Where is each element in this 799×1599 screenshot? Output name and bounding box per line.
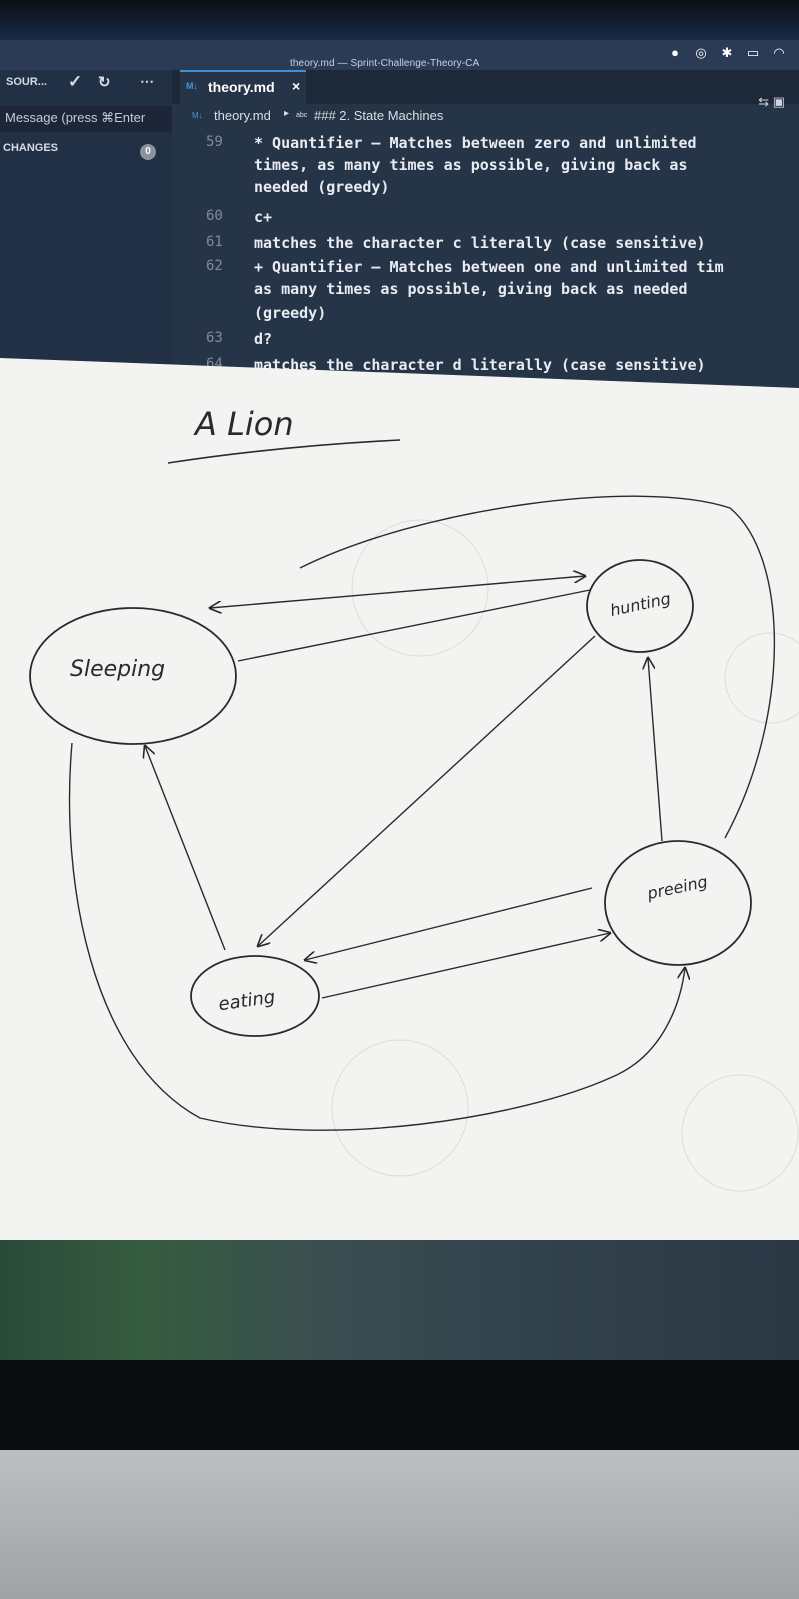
compare-icon[interactable]: ⇆ bbox=[758, 94, 770, 109]
breadcrumb-heading[interactable]: ### 2. State Machines bbox=[314, 108, 444, 123]
scm-title: SOUR... bbox=[6, 76, 47, 88]
bluetooth-icon[interactable]: ✱ bbox=[721, 45, 733, 60]
arrow-eating-to-preying bbox=[321, 933, 610, 999]
line-text: (greedy) bbox=[254, 304, 327, 322]
line-text: matches the character d literally (case … bbox=[254, 356, 706, 374]
tab-theory-md[interactable]: M↓ theory.md × bbox=[180, 70, 306, 106]
markdown-icon: M↓ bbox=[192, 111, 203, 120]
label-sleeping: Sleeping bbox=[70, 657, 165, 682]
line-text: matches the character c literally (case … bbox=[254, 234, 706, 252]
breadcrumb-file[interactable]: theory.md bbox=[214, 108, 271, 123]
arc-preying-to-hunting-outer bbox=[299, 495, 776, 839]
code-line[interactable]: (greedy) bbox=[172, 304, 799, 326]
tab-label: theory.md bbox=[208, 79, 275, 95]
state-eating bbox=[190, 955, 320, 1037]
arrow-preying-to-hunting bbox=[648, 658, 663, 842]
changes-count-badge: 0 bbox=[140, 144, 156, 160]
cloud-icon[interactable]: ◎ bbox=[695, 45, 707, 60]
changes-section[interactable]: CHANGES 0 bbox=[0, 140, 172, 160]
symbol-string-icon: abc bbox=[296, 112, 308, 119]
line-number: 60 bbox=[206, 208, 223, 224]
line-number: 62 bbox=[206, 258, 223, 274]
source-control-panel: SOUR... ✓ ↻ ⋯ Message (press ⌘Enter CHAN… bbox=[0, 70, 172, 400]
code-line[interactable]: 62 + Quantifier — Matches between one and… bbox=[172, 258, 799, 280]
code-line[interactable]: 59 * Quantifier — Matches between zero an… bbox=[172, 134, 799, 156]
commit-message-input[interactable]: Message (press ⌘Enter bbox=[0, 106, 172, 132]
editor-actions: ⇆ ▣ bbox=[758, 94, 785, 110]
line-text: * Quantifier — Matches between zero and … bbox=[254, 134, 697, 152]
wifi-icon[interactable]: ◠ bbox=[773, 45, 785, 60]
line-number: 61 bbox=[206, 234, 223, 250]
code-line[interactable]: 60 c+ bbox=[172, 208, 799, 230]
line-text: needed (greedy) bbox=[254, 178, 390, 196]
editor-area: M↓ theory.md × ⇆ ▣ M↓ theory.md ▸ abc ##… bbox=[172, 70, 799, 400]
line-text: + Quantifier — Matches between one and u… bbox=[254, 258, 724, 276]
monitor-bezel bbox=[0, 0, 799, 40]
changes-label: CHANGES bbox=[3, 142, 59, 154]
state-preying bbox=[604, 840, 752, 966]
check-icon[interactable]: ✓ bbox=[68, 72, 83, 91]
code-line[interactable]: 63 d? bbox=[172, 330, 799, 352]
arrow-sleeping-to-hunting bbox=[237, 589, 591, 662]
line-text: d? bbox=[254, 330, 273, 348]
tab-bar: M↓ theory.md × ⇆ ▣ bbox=[172, 70, 799, 109]
desk-surface bbox=[0, 1450, 799, 1599]
line-text: times, as many times as possible, giving… bbox=[254, 156, 688, 174]
diagram-title: A Lion bbox=[193, 405, 294, 443]
arrow-hunting-to-eating bbox=[258, 635, 596, 946]
line-number: 63 bbox=[206, 330, 223, 346]
paper-sheet bbox=[0, 358, 799, 1258]
window-titlebar: theory.md — Sprint-Challenge-Theory-CA ●… bbox=[0, 40, 799, 70]
hand-drawn-state-diagram: A Lion Sleeping hunting preeing eating bbox=[0, 358, 799, 1258]
monitor-base bbox=[0, 1360, 799, 1450]
code-line[interactable]: 61 matches the character c literally (cas… bbox=[172, 234, 799, 256]
code-line[interactable]: times, as many times as possible, giving… bbox=[172, 156, 799, 178]
faint-circle-mark bbox=[724, 632, 799, 724]
ellipsis-icon[interactable]: ⋯ bbox=[140, 73, 154, 89]
markdown-icon: M↓ bbox=[186, 81, 198, 91]
title-underline bbox=[167, 439, 401, 464]
state-sleeping bbox=[29, 607, 237, 745]
faint-circle-mark bbox=[681, 1074, 799, 1192]
scm-header: SOUR... ✓ ↻ ⋯ bbox=[0, 70, 172, 96]
arrow-preying-to-eating bbox=[305, 887, 593, 960]
code-line[interactable]: needed (greedy) bbox=[172, 178, 799, 200]
menu-bar-icons: ● ◎ ✱ ▭ ◠ bbox=[667, 46, 787, 60]
line-text: c+ bbox=[254, 208, 273, 226]
background-grass bbox=[0, 1240, 799, 1360]
split-editor-icon[interactable]: ▣ bbox=[772, 94, 785, 109]
window-title: theory.md — Sprint-Challenge-Theory-CA bbox=[290, 58, 480, 69]
close-icon[interactable]: × bbox=[292, 78, 301, 94]
code-line[interactable]: as many times as possible, giving back a… bbox=[172, 280, 799, 302]
monitor-screen: theory.md — Sprint-Challenge-Theory-CA ●… bbox=[0, 0, 799, 400]
state-hunting bbox=[586, 559, 694, 653]
arrow-hunting-to-sleeping bbox=[210, 576, 585, 608]
faint-circle-mark bbox=[331, 1039, 469, 1177]
refresh-icon[interactable]: ↻ bbox=[98, 74, 111, 91]
breadcrumb: M↓ theory.md ▸ abc ### 2. State Machines bbox=[172, 106, 799, 128]
line-number: 59 bbox=[206, 134, 223, 150]
chevron-right-icon: ▸ bbox=[284, 108, 290, 119]
record-icon[interactable]: ● bbox=[671, 45, 679, 60]
arc-sleeping-to-preying-outer bbox=[68, 742, 685, 1131]
arrow-eating-to-sleeping bbox=[145, 746, 226, 951]
airplay-icon[interactable]: ▭ bbox=[746, 45, 760, 60]
line-text: as many times as possible, giving back a… bbox=[254, 280, 688, 298]
commit-message-placeholder: Message (press ⌘Enter bbox=[5, 110, 146, 125]
